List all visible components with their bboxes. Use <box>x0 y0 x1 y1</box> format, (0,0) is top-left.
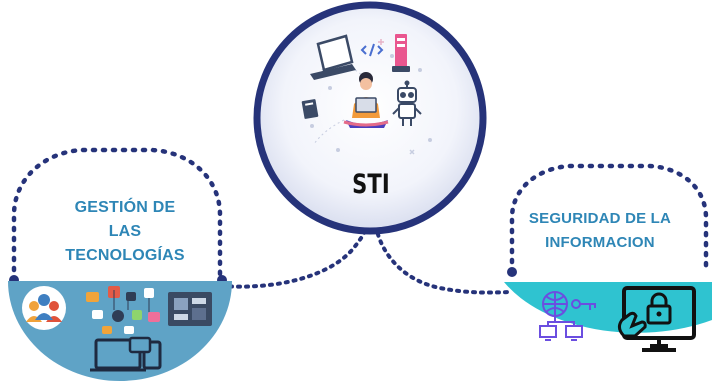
network-key-icon <box>539 291 596 341</box>
right-label-line-1: SEGURIDAD DE LA <box>528 210 672 227</box>
right-label: SEGURIDAD DE LA INFORMACION <box>500 207 700 255</box>
left-label: GESTIÓN DE LAS TECNOLOGÍAS <box>40 196 210 268</box>
right-anchor-dot <box>507 267 517 277</box>
connector-right <box>374 224 512 295</box>
right-label-line-2: INFORMACION <box>545 234 655 251</box>
code-icon <box>360 43 384 57</box>
circuit-board-icon <box>168 292 212 326</box>
book-icon <box>301 99 319 119</box>
left-dotted-arc <box>11 147 223 283</box>
left-node <box>8 147 232 381</box>
right-node <box>504 163 712 352</box>
laptop-icon <box>310 34 356 80</box>
connector-left <box>220 224 369 289</box>
right-dotted-arc <box>509 163 709 275</box>
left-label-line-1: GESTIÓN DE <box>74 199 176 216</box>
locked-screen-icon <box>617 286 696 352</box>
server-icon <box>392 34 410 72</box>
robot-icon <box>392 80 422 126</box>
apps-icon <box>86 286 160 334</box>
person-with-laptop-icon <box>343 72 389 128</box>
left-label-line-3: TECNOLOGÍAS <box>65 247 185 264</box>
left-label-line-2: LAS <box>108 223 142 240</box>
team-icon <box>22 286 66 330</box>
devices-icon <box>90 336 162 372</box>
center-node <box>253 1 487 235</box>
center-title: STI <box>352 169 390 200</box>
